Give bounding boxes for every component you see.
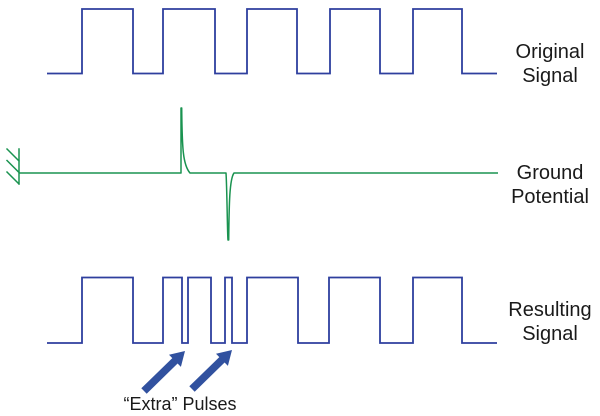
original-signal-label-line2: Signal (522, 65, 578, 87)
resulting-signal-label-line1: Resulting (508, 299, 592, 321)
ground-potential-label-line1: Ground (516, 162, 584, 184)
extra-pulse-arrow-icon (141, 351, 185, 394)
ground-potential-label: Ground Potential (498, 161, 600, 209)
resulting-signal-label-line2: Signal (522, 323, 578, 345)
extra-pulse-arrow-icon (189, 350, 232, 392)
extra-pulses-label: “Extra” Pulses (123, 394, 237, 414)
resulting-signal-label: Resulting Signal (498, 298, 600, 346)
resulting-signal-waveform (47, 276, 497, 344)
original-signal-label: Original Signal (498, 40, 600, 88)
ground-potential-trace (19, 107, 498, 241)
original-signal-label-line1: Original (515, 41, 585, 63)
ground-potential-label-line2: Potential (511, 186, 589, 208)
ground-symbol-icon (5, 147, 21, 186)
original-signal-waveform (47, 8, 497, 75)
